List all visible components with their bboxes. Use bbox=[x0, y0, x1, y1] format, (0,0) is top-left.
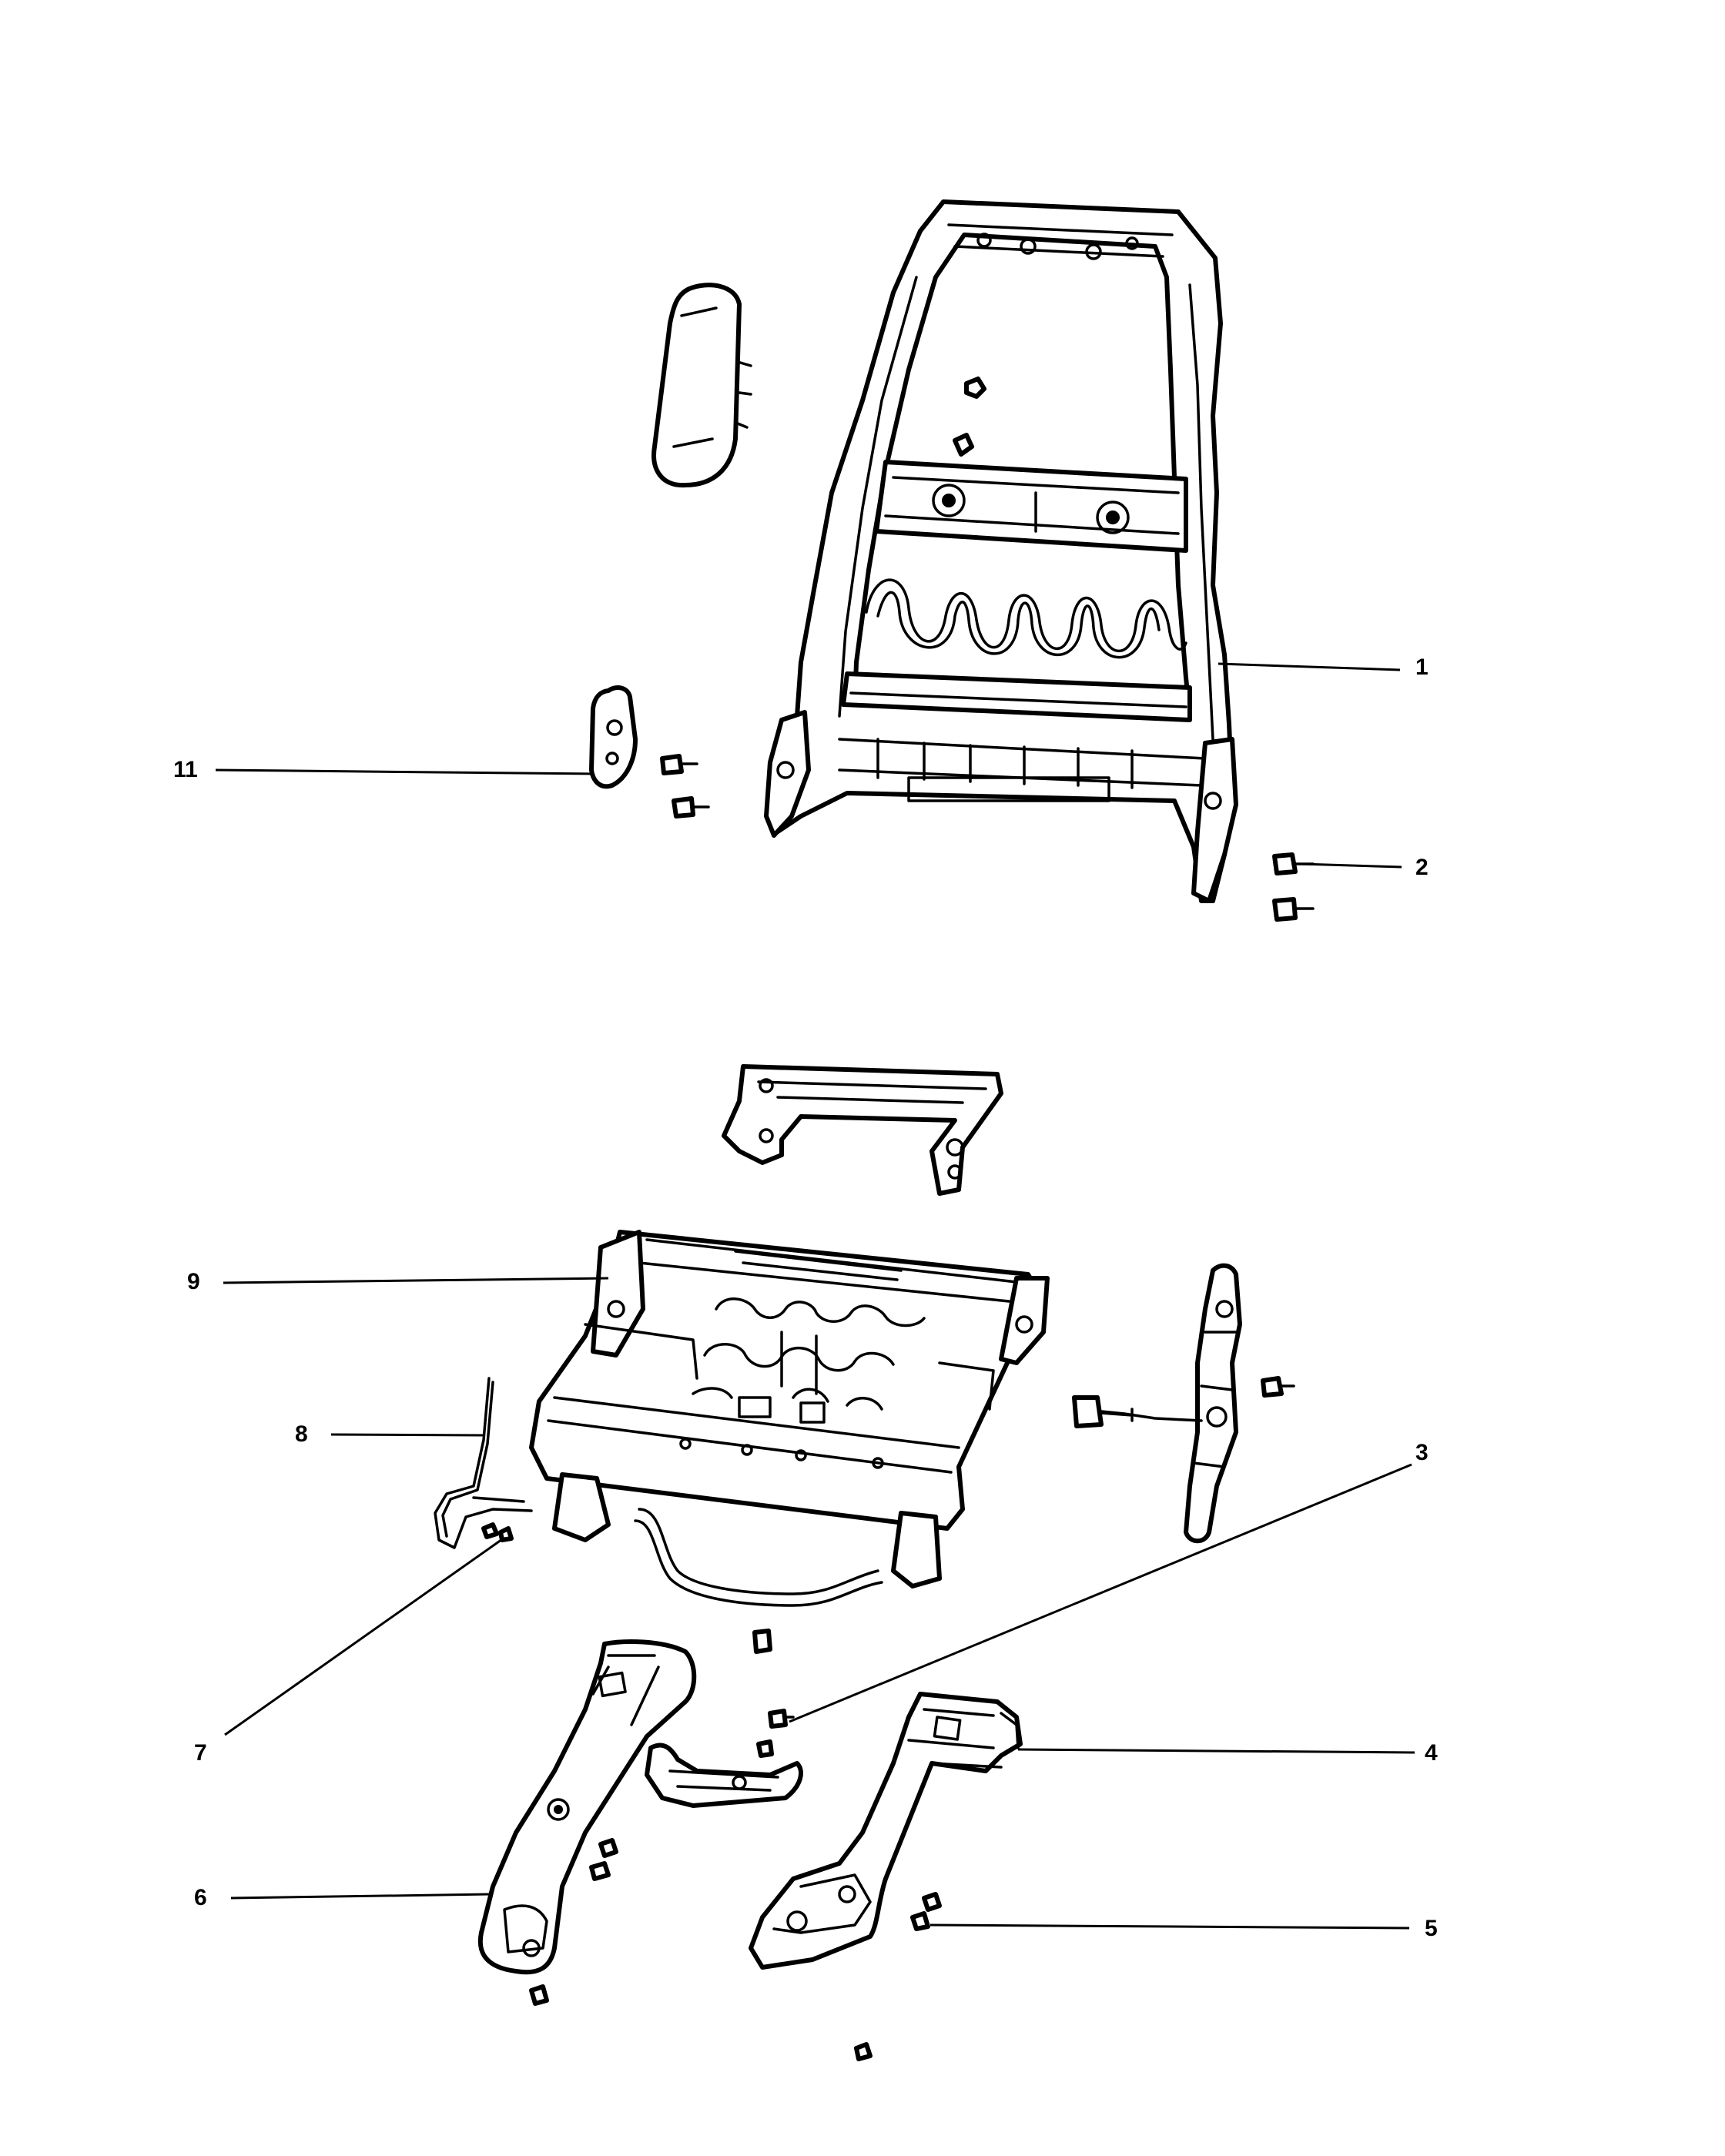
callout-2: 2 bbox=[1415, 855, 1429, 880]
leader-9 bbox=[223, 1277, 609, 1284]
callout-9: 9 bbox=[187, 1269, 200, 1294]
center-bracket-parts bbox=[645, 1629, 803, 1808]
callout-7: 7 bbox=[194, 1740, 207, 1766]
leader-4 bbox=[1017, 1748, 1415, 1754]
seat-back-frame bbox=[764, 199, 1238, 903]
callout-6: 6 bbox=[194, 1885, 207, 1910]
leader-6 bbox=[230, 1893, 494, 1900]
callout-3: 3 bbox=[1415, 1440, 1429, 1465]
recliner-lever-assembly bbox=[1072, 1263, 1295, 1544]
leader-lines bbox=[215, 662, 1415, 1930]
leader-5 bbox=[929, 1923, 1410, 1930]
callout-1: 1 bbox=[1415, 654, 1429, 680]
left-outboard-shield bbox=[477, 1639, 697, 1975]
seat-cushion-frame bbox=[529, 1230, 1050, 1607]
callout-4: 4 bbox=[1425, 1740, 1438, 1766]
backrest-side-trim bbox=[651, 283, 752, 488]
leader-2 bbox=[1301, 862, 1402, 869]
pivot-bolts bbox=[660, 754, 710, 819]
recliner-pivot-cover bbox=[589, 685, 638, 789]
right-outboard-shield bbox=[749, 1692, 1023, 1970]
seat-back-clips bbox=[953, 377, 986, 457]
callout-8: 8 bbox=[295, 1421, 308, 1447]
leader-11 bbox=[215, 768, 594, 775]
side-wire bbox=[434, 1377, 533, 1549]
hex-nuts-left bbox=[529, 1838, 873, 2061]
push-pin-clips bbox=[481, 1522, 514, 1542]
leader-3 bbox=[789, 1463, 1412, 1723]
recliner-bolts bbox=[1272, 852, 1315, 922]
hex-nuts-right bbox=[910, 1892, 942, 1931]
seat-pan-bracket bbox=[722, 1064, 1003, 1196]
callout-5: 5 bbox=[1425, 1916, 1438, 1941]
callout-11: 11 bbox=[173, 757, 198, 782]
leader-1 bbox=[1218, 662, 1401, 671]
leader-7 bbox=[224, 1536, 505, 1736]
